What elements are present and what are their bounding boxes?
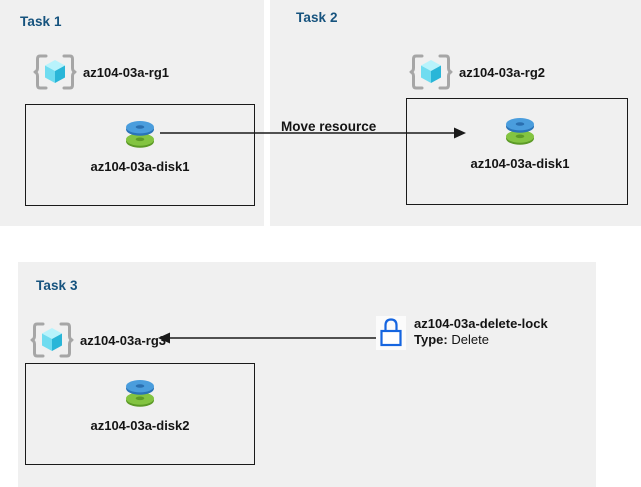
lock-type-row: Type: Delete	[414, 332, 548, 348]
resource-group-icon	[409, 52, 453, 92]
delete-lock-arrow	[158, 325, 376, 356]
disk-resource-task-3[interactable]: az104-03a-disk2	[60, 372, 220, 433]
resource-group-icon	[30, 320, 74, 360]
lock-name: az104-03a-delete-lock	[414, 316, 548, 331]
move-resource-label: Move resource	[281, 119, 377, 134]
move-resource-arrow	[160, 120, 470, 151]
lock-text-block: az104-03a-delete-lock Type: Delete	[414, 316, 548, 348]
panel-task-1: Task 1	[0, 0, 264, 226]
panel-title-task-1: Task 1	[20, 14, 62, 29]
managed-disk-icon	[498, 110, 542, 152]
disk-resource-task-1[interactable]: az104-03a-disk1	[60, 113, 220, 174]
disk-resource-task-2[interactable]: az104-03a-disk1	[440, 110, 600, 171]
lock-type-value: Delete	[451, 332, 489, 347]
resource-group-label: az104-03a-rg2	[459, 64, 545, 80]
resource-group-rg1[interactable]: az104-03a-rg1	[33, 52, 169, 92]
lock-icon	[376, 316, 406, 350]
disk-label: az104-03a-disk1	[90, 159, 190, 174]
lock-type-key: Type:	[414, 332, 448, 347]
resource-container-task-2	[406, 98, 628, 205]
delete-lock-group[interactable]: az104-03a-delete-lock Type: Delete	[376, 316, 548, 350]
resource-group-rg2[interactable]: az104-03a-rg2	[409, 52, 545, 92]
resource-group-label: az104-03a-rg3	[80, 332, 166, 348]
panel-task-2: Task 2	[270, 0, 641, 226]
resource-container-task-3	[25, 363, 255, 465]
resource-group-icon	[33, 52, 77, 92]
managed-disk-icon	[118, 113, 162, 155]
panel-title-task-3: Task 3	[36, 278, 78, 293]
resource-container-task-1	[25, 104, 255, 206]
panel-title-task-2: Task 2	[296, 10, 338, 25]
resource-group-label: az104-03a-rg1	[83, 64, 169, 80]
managed-disk-icon	[118, 372, 162, 414]
disk-label: az104-03a-disk2	[90, 418, 190, 433]
resource-group-rg3[interactable]: az104-03a-rg3	[30, 320, 166, 360]
disk-label: az104-03a-disk1	[470, 156, 570, 171]
panel-task-3: Task 3	[18, 262, 596, 487]
